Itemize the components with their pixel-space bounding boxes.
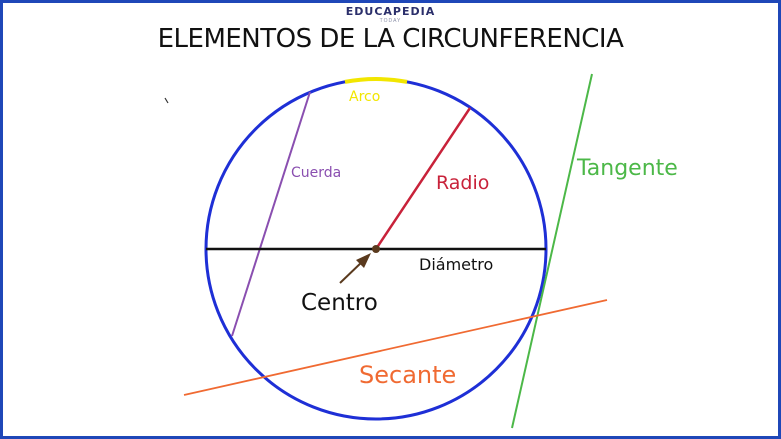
centro-point <box>372 245 380 253</box>
tangente-label: Tangente <box>576 156 678 181</box>
secante-label: Secante <box>359 361 456 389</box>
cuerda-label: Cuerda <box>291 165 341 181</box>
cuerda-line <box>231 91 311 337</box>
tangente-line <box>511 73 593 429</box>
arco-highlight <box>344 77 408 84</box>
centro-label: Centro <box>301 290 378 316</box>
arco-label: Arco <box>349 89 380 105</box>
diagram-title: ELEMENTOS DE LA CIRCUNFERENCIA <box>157 24 624 54</box>
brand-logo: EDUCAPEDIA <box>345 5 436 18</box>
radio-line <box>374 107 472 250</box>
stray-mark <box>164 97 169 104</box>
centro-arrow-head <box>356 253 371 268</box>
secante-line <box>183 299 608 396</box>
radio-label: Radio <box>436 172 489 194</box>
brand-tagline: TODAY <box>379 18 402 24</box>
diametro-label: Diámetro <box>419 255 493 274</box>
